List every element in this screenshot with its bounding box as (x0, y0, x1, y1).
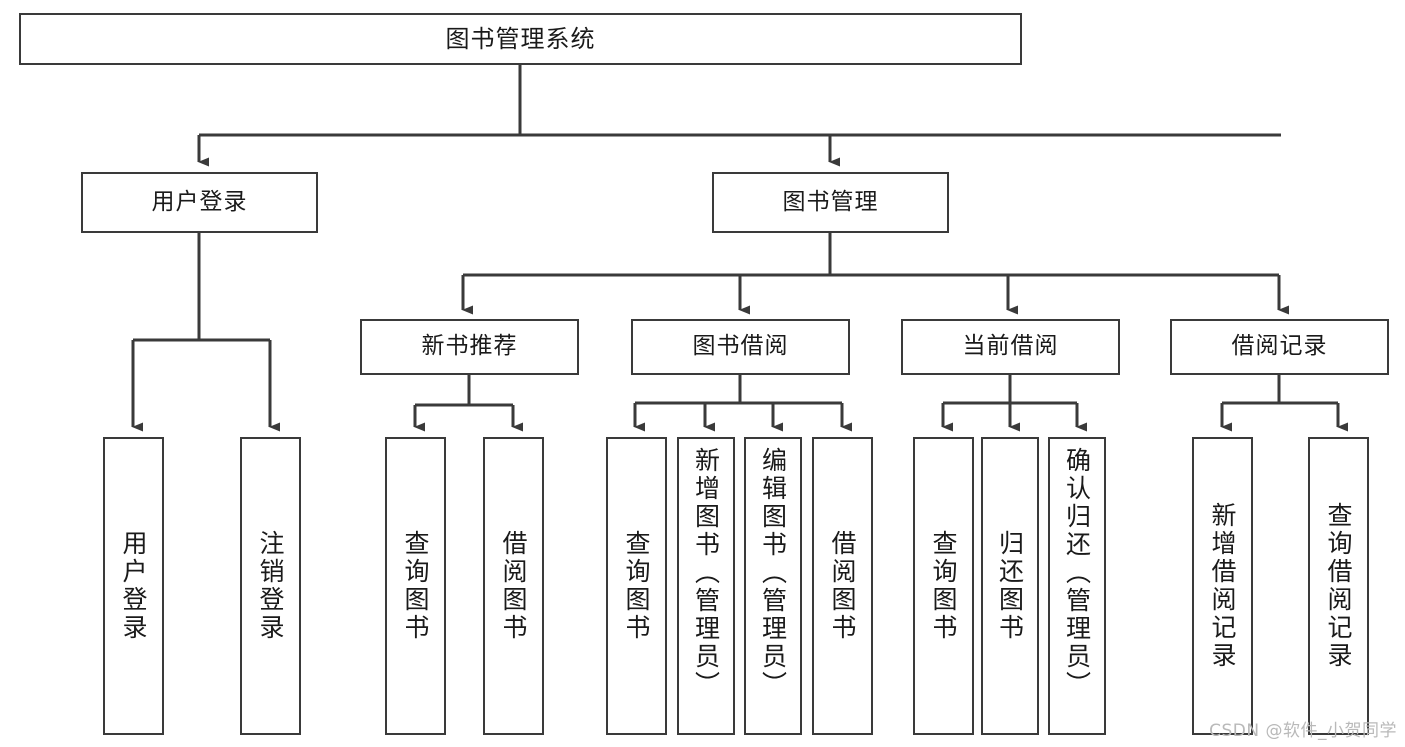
node-leaf-query-book-c[interactable]: 查询图书 (913, 437, 974, 735)
node-borrow-record[interactable]: 借阅记录 (1170, 319, 1389, 375)
node-user-login-label: 用户登录 (151, 188, 248, 215)
node-leaf-user-login-label: 用户登录 (119, 530, 148, 642)
node-leaf-query-record[interactable]: 查询借阅记录 (1308, 437, 1369, 735)
node-book-borrow[interactable]: 图书借阅 (631, 319, 850, 375)
node-new-book-rec[interactable]: 新书推荐 (360, 319, 579, 375)
node-book-manage[interactable]: 图书管理 (712, 172, 949, 233)
node-leaf-add-record-label: 新增借阅记录 (1208, 502, 1237, 670)
node-leaf-confirm-return[interactable]: 确认归还（管理员） (1048, 437, 1106, 735)
node-current-borrow-label: 当前借阅 (962, 333, 1059, 360)
node-leaf-borrow-book-a-label: 借阅图书 (499, 530, 528, 642)
node-leaf-edit-book-label: 编辑图书（管理员） (758, 447, 788, 699)
node-root-label: 图书管理系统 (445, 24, 596, 53)
node-book-borrow-label: 图书借阅 (692, 333, 789, 360)
node-leaf-edit-book[interactable]: 编辑图书（管理员） (744, 437, 802, 735)
node-leaf-query-book-a[interactable]: 查询图书 (385, 437, 446, 735)
node-leaf-query-book-c-label: 查询图书 (929, 530, 958, 642)
csdn-watermark: CSDN @软件_小贺同学 (1209, 721, 1397, 741)
node-current-borrow[interactable]: 当前借阅 (901, 319, 1120, 375)
node-new-book-rec-label: 新书推荐 (421, 333, 518, 360)
node-leaf-borrow-book-b-label: 借阅图书 (828, 530, 857, 642)
node-leaf-borrow-book-b[interactable]: 借阅图书 (812, 437, 873, 735)
node-leaf-confirm-return-label: 确认归还（管理员） (1062, 447, 1092, 699)
node-root[interactable]: 图书管理系统 (19, 13, 1022, 65)
node-leaf-borrow-book-a[interactable]: 借阅图书 (483, 437, 544, 735)
node-leaf-logout-label: 注销登录 (256, 530, 285, 642)
node-leaf-query-record-label: 查询借阅记录 (1324, 502, 1353, 670)
node-user-login[interactable]: 用户登录 (81, 172, 318, 233)
node-leaf-add-record[interactable]: 新增借阅记录 (1192, 437, 1253, 735)
node-leaf-return-book[interactable]: 归还图书 (981, 437, 1039, 735)
node-leaf-add-book[interactable]: 新增图书（管理员） (677, 437, 735, 735)
node-book-manage-label: 图书管理 (782, 188, 879, 215)
node-leaf-add-book-label: 新增图书（管理员） (691, 447, 721, 699)
node-leaf-query-book-b-label: 查询图书 (622, 530, 651, 642)
node-leaf-user-login[interactable]: 用户登录 (103, 437, 164, 735)
node-leaf-logout[interactable]: 注销登录 (240, 437, 301, 735)
node-leaf-query-book-a-label: 查询图书 (401, 530, 430, 642)
node-borrow-record-label: 借阅记录 (1231, 333, 1328, 360)
node-leaf-query-book-b[interactable]: 查询图书 (606, 437, 667, 735)
node-leaf-return-book-label: 归还图书 (995, 530, 1025, 642)
